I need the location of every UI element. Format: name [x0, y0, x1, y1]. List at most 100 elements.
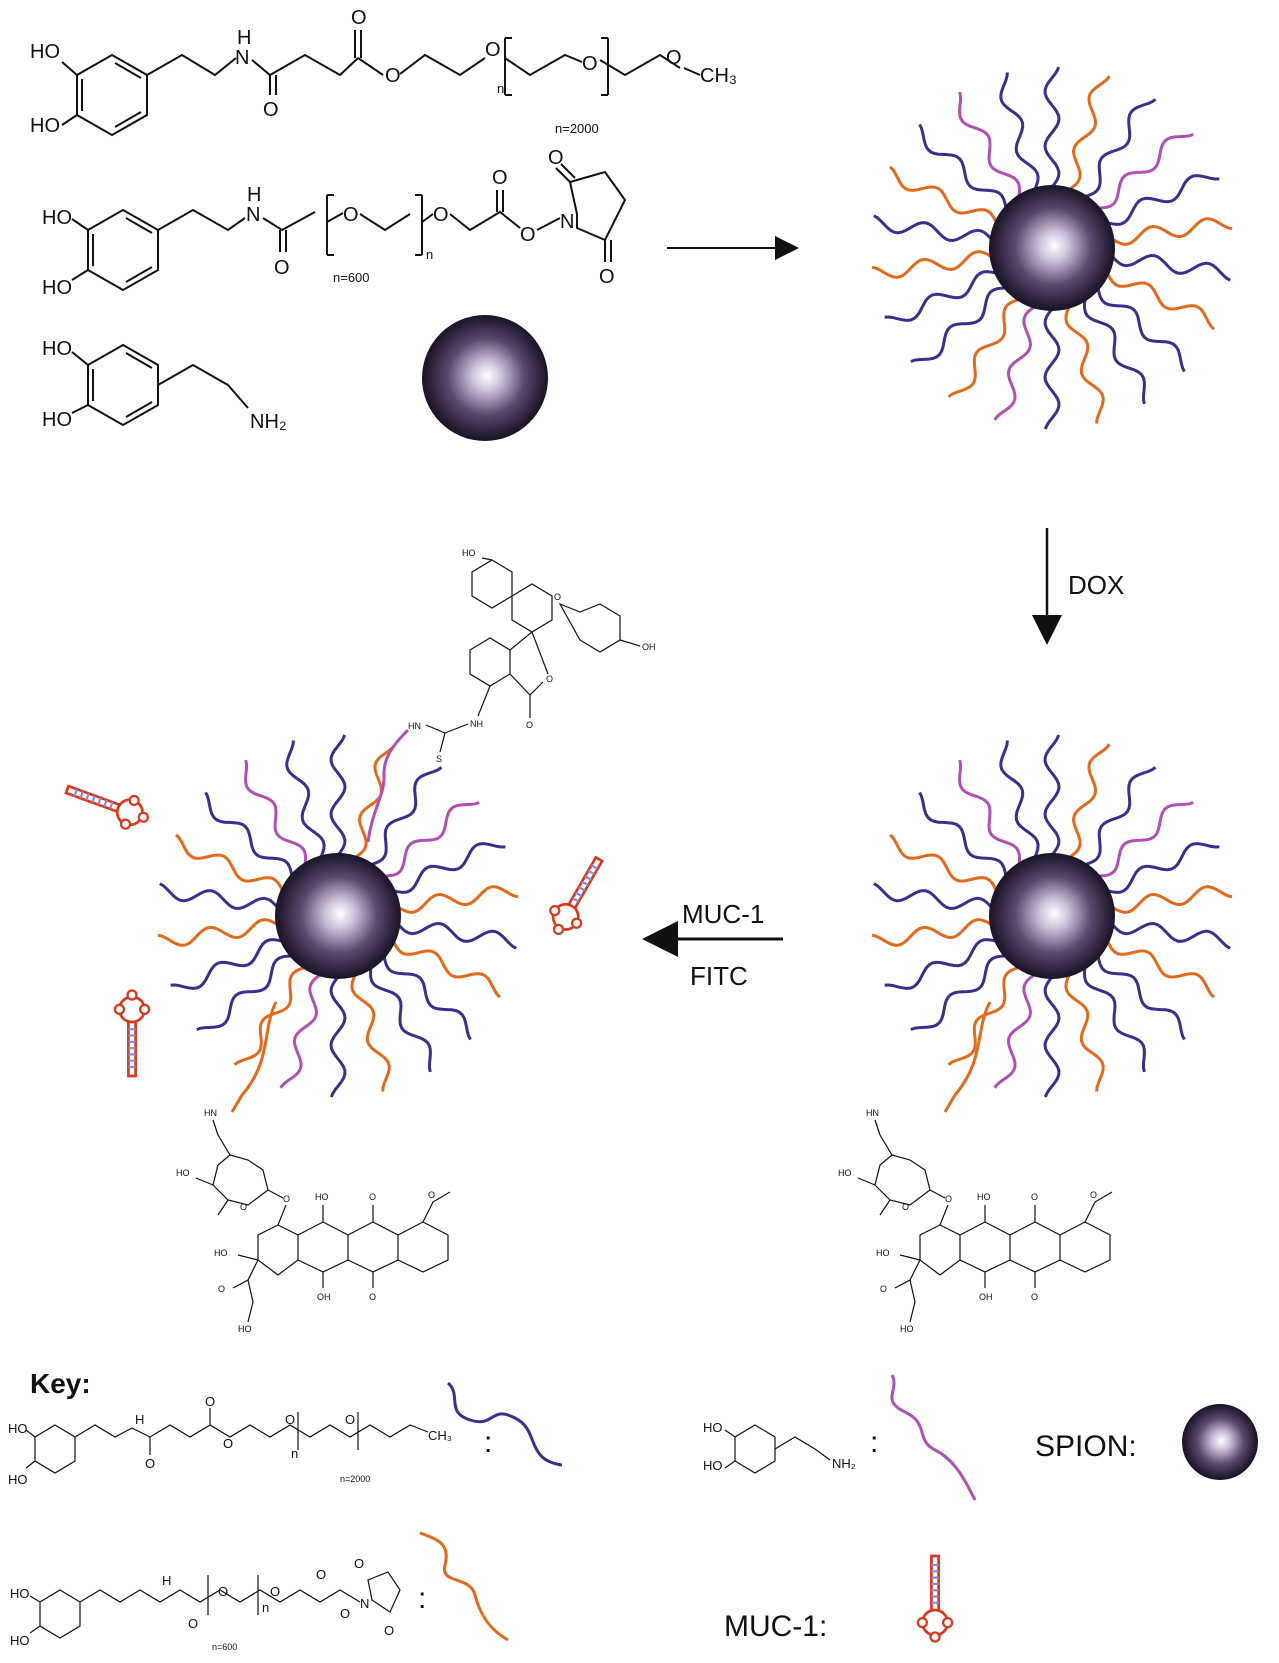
- fitc-o-lactone: O: [546, 674, 553, 684]
- nhs-n: N: [246, 204, 260, 226]
- mpeg-dopamine-structure: HO HO H N O O O O O n O CH₃ n=2000: [30, 7, 737, 137]
- fitc-hn: HN: [408, 721, 421, 731]
- fitc-s: S: [436, 754, 442, 764]
- nhs-chain: [1106, 272, 1215, 331]
- mpeg-chain: [1096, 955, 1186, 1041]
- nhs-chain: [871, 918, 993, 947]
- key-nhs-o4: O: [316, 1567, 326, 1582]
- dopamine-ho-bottom: HO: [42, 409, 72, 431]
- mpeg-chain: [285, 740, 326, 859]
- key-dopamine-structure: HO HO NH₂: [703, 1420, 856, 1474]
- nhs-chain: [233, 965, 306, 1066]
- dox-o-c13: O: [880, 1284, 887, 1294]
- mpeg-chain: [1111, 922, 1231, 950]
- mpeg-chain: [918, 791, 1008, 877]
- key-nhs-n-value: n=600: [212, 1642, 237, 1652]
- dox-ho-sugar: HO: [176, 1168, 190, 1178]
- mpeg-chain: [1043, 308, 1061, 430]
- dox-bond: [919, 1204, 961, 1276]
- key-mpeg-colon: :: [484, 1426, 492, 1459]
- mpeg-chain: [170, 938, 283, 990]
- key-nhs-o6: O: [354, 1556, 364, 1571]
- nhs-o-chain2: O: [433, 204, 449, 226]
- key-nhs-chain: [419, 1531, 509, 1642]
- dox-bond: [874, 1134, 931, 1206]
- dox-ho-c14: HO: [238, 1324, 252, 1334]
- nhs-n-imide: N: [560, 211, 574, 233]
- mpeg-chain: [329, 734, 347, 856]
- key-mpeg-chain: [446, 1381, 563, 1467]
- aptamer-base-pair: [584, 875, 592, 881]
- dopamine-chain: [958, 91, 1022, 197]
- nhs-o-link: O: [520, 224, 536, 246]
- dox-oh-top: HO: [315, 1192, 329, 1202]
- mpeg-chain: [873, 214, 993, 242]
- dopamine-chain: [958, 759, 1022, 865]
- key-dopamine-chain: [890, 1374, 977, 1501]
- dox-ho-c9: HO: [876, 1248, 890, 1258]
- dopamine-chain: [1098, 133, 1194, 210]
- mpeg-chain: [884, 938, 997, 990]
- mpeg-chain: [382, 955, 472, 1041]
- mpeg-chain: [1096, 287, 1186, 373]
- dox-o-quinone-top: O: [369, 1192, 376, 1202]
- aptamer-base-pair: [85, 793, 90, 801]
- dox-bond: [212, 1119, 219, 1136]
- dox-bond: [247, 1279, 254, 1323]
- nhs-n-value: n=600: [333, 270, 370, 285]
- aptamer-lower-left: [113, 989, 151, 1078]
- mpeg-chain: [1107, 174, 1220, 226]
- dox-ho-c14: HO: [900, 1324, 914, 1334]
- dox-bond: [874, 1119, 881, 1136]
- dox-o-methoxy: O: [1090, 1190, 1097, 1200]
- nhs-h: H: [247, 184, 261, 206]
- dox-linker-right: [943, 1001, 992, 1113]
- dox-hn: HN: [866, 1108, 879, 1118]
- mpeg-ch3: CH₃: [700, 65, 737, 87]
- key-aptamer: [916, 1554, 954, 1643]
- nhs-chain: [157, 918, 279, 947]
- nhs-o-imide-bottom: O: [599, 266, 615, 288]
- mpeg-chain: [910, 286, 1006, 363]
- aptamer-base-pair: [581, 880, 589, 887]
- nhs-chain: [354, 743, 397, 859]
- nhs-chain: [175, 833, 284, 892]
- nhs-o-chain: O: [343, 204, 359, 226]
- dopamine-ho-top: HO: [42, 338, 72, 360]
- mpeg-chain: [1111, 254, 1231, 282]
- spion-final: [157, 734, 519, 1098]
- aptamer-base-pair: [587, 869, 596, 876]
- dox-bond: [929, 1189, 946, 1199]
- mpeg-chain: [1043, 976, 1061, 1098]
- key-nhs-colon: :: [418, 1582, 426, 1615]
- key-mpeg-o2: O: [205, 1394, 215, 1409]
- key-muc1-label: MUC-1:: [724, 1610, 827, 1643]
- mpeg-chain: [918, 123, 1008, 209]
- mpeg-chain: [196, 954, 292, 1031]
- dox-bond: [212, 1134, 269, 1206]
- mpeg-chain: [204, 791, 294, 877]
- nhs-chain: [350, 973, 391, 1092]
- key-dopamine-ho-bottom: HO: [703, 1458, 723, 1473]
- aptamer-stem: [127, 1022, 137, 1078]
- mpeg-o-chain2: O: [582, 53, 598, 75]
- nhs-chain: [947, 297, 1020, 398]
- key-dopamine-colon: :: [870, 1426, 878, 1459]
- dox-ho-c9: HO: [214, 1248, 228, 1258]
- dox-ho-sugar: HO: [838, 1168, 852, 1178]
- aptamer-hairpin: [941, 1616, 954, 1629]
- aptamer-right: [549, 855, 604, 936]
- dox-oh-bottom: OH: [317, 1292, 331, 1302]
- fitc-o-ring: O: [554, 592, 561, 602]
- aptamer-base-pair: [575, 891, 583, 898]
- mpeg-chain: [910, 954, 1006, 1031]
- mpeg-chain: [1107, 842, 1220, 894]
- dox-bond: [1059, 1221, 1111, 1273]
- mpeg-o-carbonyl1: O: [263, 99, 279, 121]
- nhs-chain: [1111, 217, 1233, 246]
- key-mpeg-ch3: CH₃: [428, 1428, 452, 1443]
- aptamer-base-pair: [103, 799, 108, 808]
- aptamer-base-pair: [91, 795, 96, 803]
